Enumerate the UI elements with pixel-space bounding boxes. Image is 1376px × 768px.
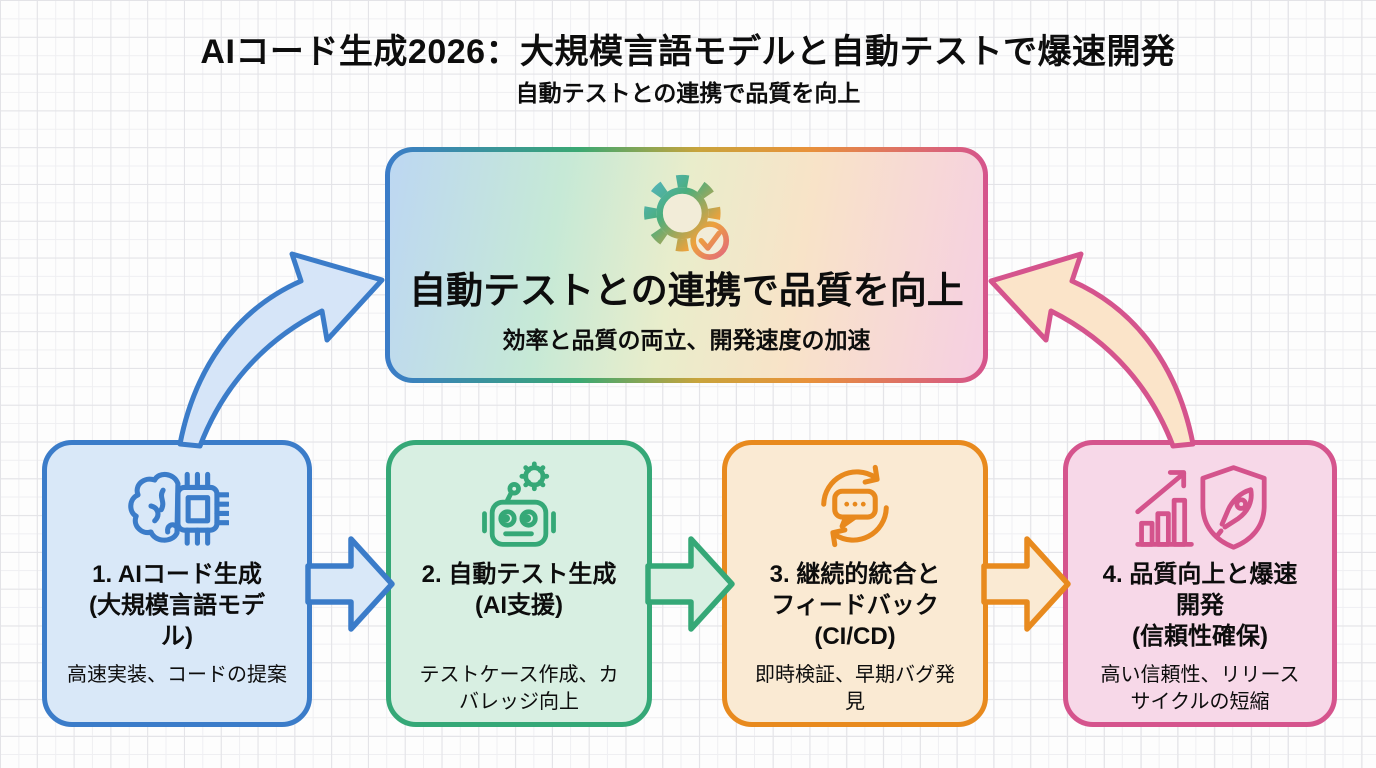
growth-shield-rocket-icon bbox=[1125, 460, 1275, 552]
step-title: 2. 自動テスト生成 (AI支援) bbox=[421, 561, 617, 619]
gear-check-icon bbox=[635, 164, 739, 268]
step-box-2-auto-test-generation: 2. 自動テスト生成 (AI支援) テストケース作成、カ バレッジ向上 bbox=[386, 440, 652, 727]
step-description: 高い信頼性、リリース サイクルの短縮 bbox=[1100, 664, 1300, 713]
page-subtitle: 自動テストとの連携で品質を向上 bbox=[515, 80, 861, 106]
step-description: テストケース作成、カ バレッジ向上 bbox=[419, 664, 619, 713]
step-box-1-ai-code-generation: 1. AIコード生成 (大規模言語モデ ル) 高速実装、コードの提案 bbox=[42, 440, 312, 727]
step-description: 高速実装、コードの提案 bbox=[67, 664, 287, 686]
arrow-step4-to-center bbox=[988, 251, 1196, 449]
center-result-box: 自動テストとの連携で品質を向上 効率と品質の両立、開発速度の加速 bbox=[385, 147, 988, 383]
center-title: 自動テストとの連携で品質を向上 bbox=[409, 270, 964, 311]
step-description: 即時検証、早期バグ発 見 bbox=[755, 664, 955, 713]
step-box-3-ci-cd-feedback: 3. 継続的統合と フィードバック (CI/CD) 即時検証、早期バグ発 見 bbox=[722, 440, 988, 727]
page-title: AIコード生成2026：大規模言語モデルと自動テストで爆速開発 bbox=[200, 33, 1176, 71]
center-subtitle: 効率と品質の両立、開発速度の加速 bbox=[502, 326, 871, 353]
step-title: 1. AIコード生成 (大規模言語モデ ル) bbox=[89, 561, 265, 650]
arrow-step2-to-step3 bbox=[645, 536, 735, 632]
brain-chip-icon bbox=[125, 460, 229, 552]
arrow-step1-to-step2 bbox=[305, 536, 395, 632]
center-result-box-inner: 自動テストとの連携で品質を向上 効率と品質の両立、開発速度の加速 bbox=[390, 152, 983, 378]
arrow-step1-to-center bbox=[177, 251, 385, 449]
step-box-4-quality-fast-dev: 4. 品質向上と爆速 開発 (信頼性確保) 高い信頼性、リリース サイクルの短縮 bbox=[1063, 440, 1337, 727]
step-title: 3. 継続的統合と フィードバック (CI/CD) bbox=[769, 561, 941, 650]
step-title: 4. 品質向上と爆速 開発 (信頼性確保) bbox=[1102, 561, 1298, 650]
robot-gear-icon bbox=[471, 460, 567, 552]
arrow-step3-to-step4 bbox=[981, 536, 1071, 632]
chat-sync-icon bbox=[809, 460, 901, 552]
